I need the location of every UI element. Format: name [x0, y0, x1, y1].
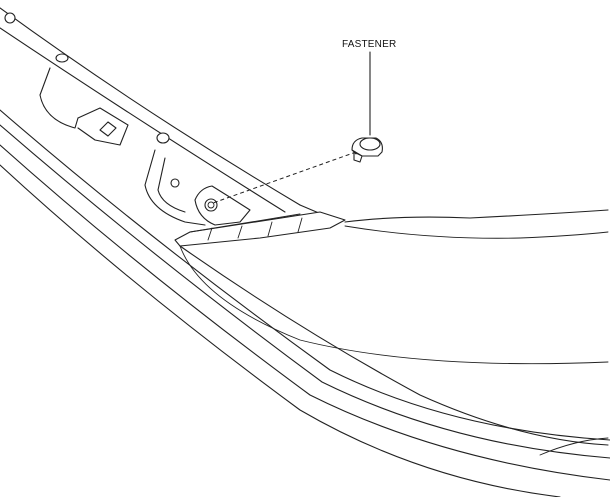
panel-hole-upper [55, 53, 69, 63]
panel-hole-middle [156, 132, 170, 144]
bumper-body [0, 109, 610, 497]
body-panel [0, 7, 341, 223]
mounting-pocket-lower [144, 149, 206, 226]
mounting-pocket-upper [39, 67, 129, 146]
panel-hole-top [4, 12, 16, 24]
fastener-callout-label: FASTENER [342, 39, 396, 50]
bumper-bracket [174, 185, 346, 247]
fastener [351, 137, 383, 163]
bracket-fastener-hole [204, 198, 218, 212]
installation-path-line [212, 151, 357, 204]
